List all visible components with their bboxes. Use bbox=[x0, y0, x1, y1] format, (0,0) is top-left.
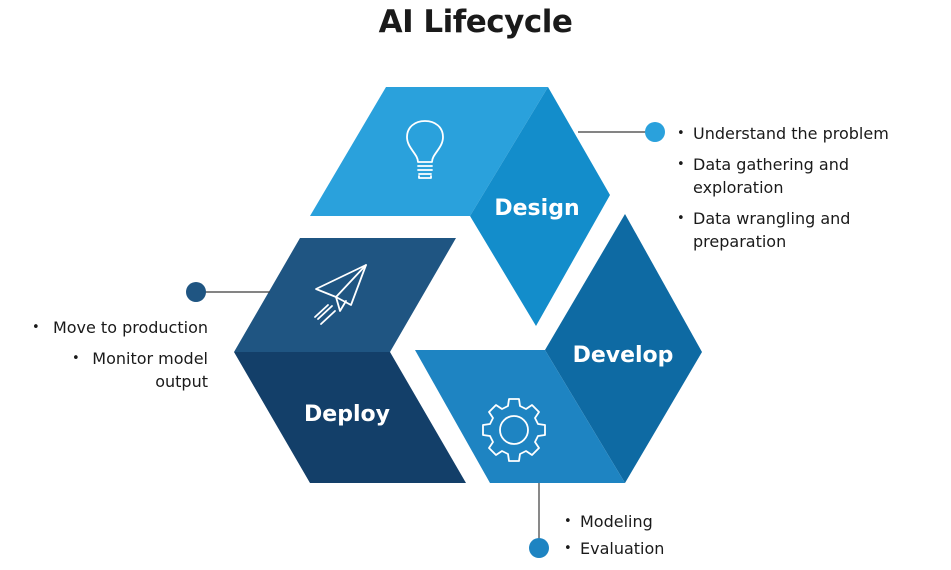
design-label: Design bbox=[494, 196, 579, 221]
deploy-segment-bottom bbox=[234, 352, 466, 483]
deploy-segment-top bbox=[234, 238, 456, 352]
diagram-title: AI Lifecycle bbox=[378, 4, 573, 40]
deploy-bullets: Move to production Monitor model output bbox=[32, 316, 208, 401]
list-item: Data wrangling and preparation bbox=[677, 207, 943, 253]
design-bullets: Understand the problem Data gathering an… bbox=[677, 122, 943, 261]
develop-bullets: Modeling Evaluation bbox=[564, 510, 780, 564]
gear-icon bbox=[482, 398, 546, 462]
deploy-label: Deploy bbox=[304, 402, 390, 427]
develop-segment-side bbox=[545, 214, 702, 483]
paper-plane-icon bbox=[314, 264, 367, 325]
list-item: Modeling bbox=[564, 510, 780, 533]
design-segment-top bbox=[310, 87, 548, 216]
design-connector bbox=[578, 122, 665, 142]
deploy-connector bbox=[186, 282, 270, 302]
list-item: Evaluation bbox=[564, 537, 780, 560]
list-item: Data gathering and exploration bbox=[677, 153, 943, 199]
list-item: Monitor model output bbox=[48, 347, 208, 393]
develop-connector bbox=[529, 483, 549, 558]
design-segment-side bbox=[470, 87, 610, 326]
list-item: Understand the problem bbox=[677, 122, 943, 145]
lightbulb-icon bbox=[406, 120, 444, 179]
list-item: Move to production bbox=[32, 316, 208, 339]
develop-label: Develop bbox=[573, 343, 674, 368]
